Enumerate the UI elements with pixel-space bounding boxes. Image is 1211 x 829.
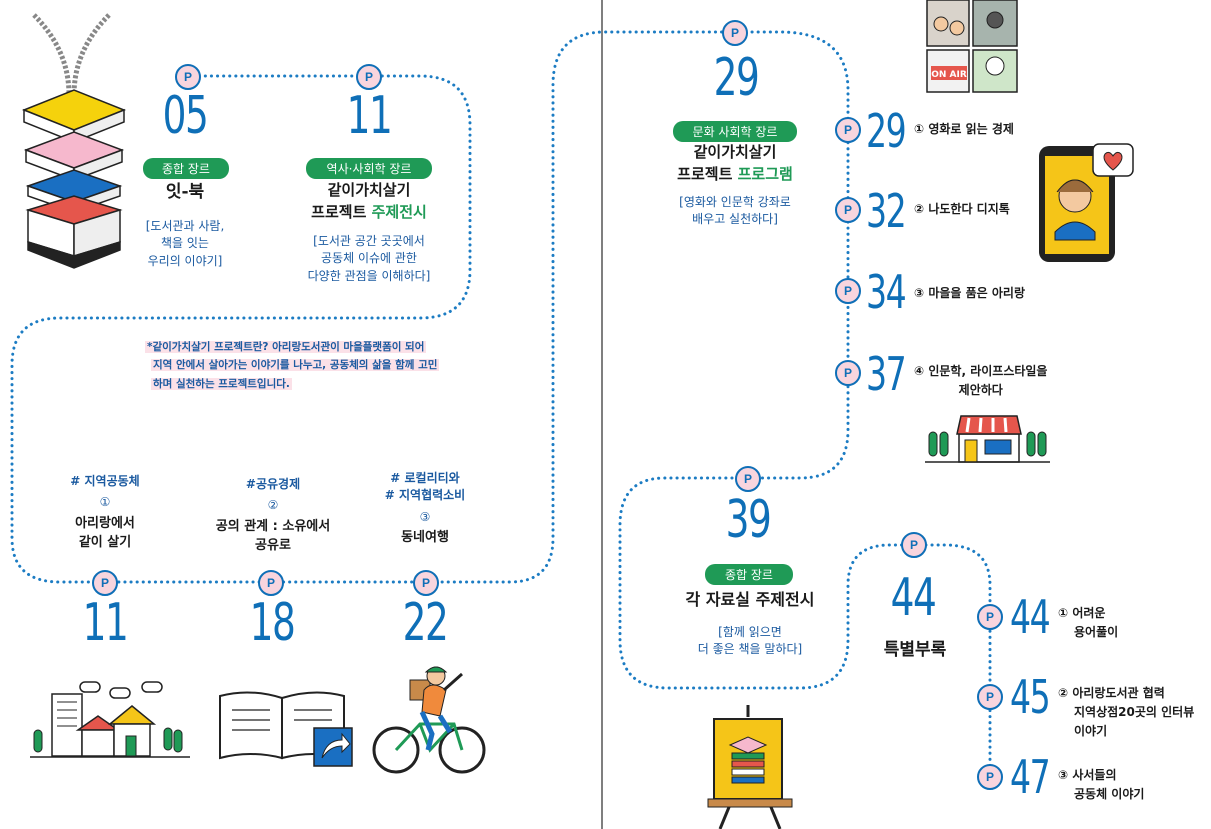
toc-label-line: ② 아리랑도서관 협력 [1058, 686, 1165, 700]
toc-label: ③ 마을을 품은 아리랑 [914, 286, 1026, 300]
toc-label-line: ① 어려운 [1058, 606, 1106, 620]
item-title-part: 프로젝트 [311, 202, 372, 221]
item-desc-line: [도서관과 사람, [145, 219, 225, 233]
item-desc-line: 더 좋은 책을 말하다] [697, 642, 803, 657]
hashtag: # 지역공동체 [70, 474, 140, 488]
circled-number: ① [99, 495, 111, 510]
page-pin: P [835, 360, 861, 386]
circled-number: ③ [419, 509, 431, 524]
on-air-text: ON AIR [931, 70, 967, 80]
page-pin: P [835, 117, 861, 143]
toc-label-line: 제안하다 [958, 383, 1003, 398]
easel-books-illustration [700, 705, 800, 829]
cyclist-illustration [370, 660, 490, 780]
movie-puzzle-illustration: ON AIR [925, 0, 1020, 95]
page-pin: P [258, 570, 284, 596]
toc-label-line: ④ 인문학, 라이프스타일을 [914, 364, 1048, 378]
genre-tag: 종합 장르 [705, 564, 793, 585]
page-pin: P [92, 570, 118, 596]
page-number: 47 [1010, 750, 1051, 804]
page-number: 18 [249, 593, 296, 653]
item-desc-line: 우리의 이야기] [147, 253, 223, 268]
item-title-line: 아리랑에서 [75, 515, 135, 531]
page-pin: P [977, 764, 1003, 790]
item-title-line: 같이가치살기 [327, 181, 411, 199]
item-title-line: 공의 관계 : 소유에서 [215, 518, 331, 534]
item-title: 잇-북 [165, 182, 205, 202]
page-pin: P [356, 64, 382, 90]
genre-tag: 역사·사회학 장르 [306, 158, 432, 179]
item-title: 특별부록 [883, 640, 947, 660]
page-pin: P [735, 466, 761, 492]
genre-tag: 문화 사회학 장르 [673, 121, 797, 142]
zipper-book-stack-illustration [14, 10, 134, 272]
page-number: 11 [82, 593, 129, 653]
item-title-line: 동네여행 [401, 530, 449, 546]
page-pin: P [977, 604, 1003, 630]
item-desc-line: [함께 읽으면 [718, 625, 782, 639]
item-title-part: 프로젝트 [677, 164, 738, 183]
toc-label-line: 용어풀이 [1074, 625, 1119, 640]
item-title-highlight: 프로그램 [737, 164, 793, 183]
page-pin: P [977, 684, 1003, 710]
item-desc-line: 공동체 이슈에 관한 [321, 251, 417, 266]
local-shop-illustration [925, 410, 1050, 465]
item-title-line: 같이 살기 [78, 535, 132, 551]
open-book-share-illustration [216, 688, 356, 768]
hashtag: # 로컬리티와 [390, 471, 460, 485]
page-number: 44 [1010, 590, 1051, 644]
hashtag: #공유경제 [245, 477, 301, 491]
page-number: 45 [1010, 670, 1051, 724]
toc-label-line: 공동체 이야기 [1074, 787, 1145, 802]
toc-label-line: 이야기 [1074, 724, 1108, 739]
page-number: 39 [725, 490, 772, 550]
smartphone-video-call-illustration [1035, 140, 1140, 265]
page-pin: P [175, 64, 201, 90]
page-pin: P [835, 278, 861, 304]
page-number: 22 [402, 593, 449, 653]
page-number: 11 [346, 86, 393, 146]
item-title-highlight: 주제전시 [371, 202, 427, 221]
toc-label: ① 영화로 읽는 경제 [914, 122, 1014, 136]
item-desc-line: 책을 잇는 [161, 236, 209, 251]
item-title: 각 자료실 주제전시 [685, 590, 815, 609]
page-number: 29 [866, 104, 907, 158]
page-number: 44 [890, 568, 937, 628]
page-number: 34 [866, 265, 907, 319]
page-pin: P [901, 532, 927, 558]
toc-label-line: 지역상점20곳의 인터뷰 [1074, 705, 1195, 720]
item-desc-line: 배우고 실천하다] [692, 212, 778, 227]
page-number: 32 [866, 184, 907, 238]
circled-number: ② [267, 498, 279, 513]
genre-tag: 종합 장르 [143, 158, 229, 179]
toc-label-line: ③ 사서들의 [1058, 768, 1117, 782]
item-desc-line: 다양한 관점을 이해하다] [307, 268, 431, 283]
page-pin: P [835, 197, 861, 223]
item-desc-line: [도서관 공간 곳곳에서 [313, 234, 425, 248]
page-number: 29 [713, 48, 760, 108]
page-number: 37 [866, 347, 907, 401]
page-number: 05 [162, 86, 209, 146]
item-title-line: 공유로 [255, 538, 291, 554]
page-pin: P [722, 20, 748, 46]
page-pin: P [413, 570, 439, 596]
project-note: *같이가치살기 프로젝트란? 아리랑도서관이 마을플랫폼이 되어 지역 안에서 … [145, 341, 440, 390]
hashtag: # 지역협력소비 [384, 488, 466, 503]
item-desc-line: [영화와 인문학 강좌로 [679, 195, 791, 209]
village-houses-illustration [30, 680, 190, 760]
item-title-line: 같이가치살기 [693, 143, 777, 161]
toc-label: ② 나도한다 디지톡 [914, 202, 1010, 216]
